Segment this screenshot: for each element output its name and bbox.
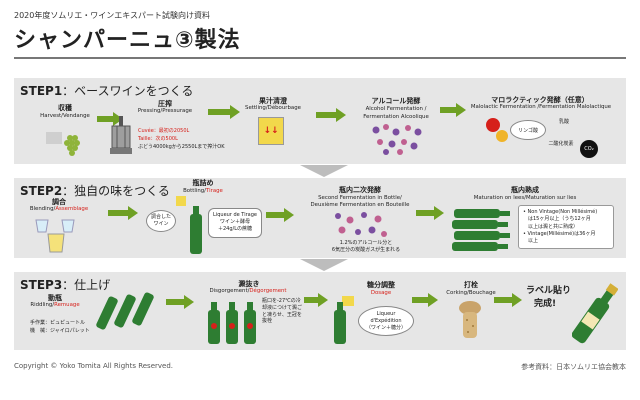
label-title: ラベル貼り	[526, 286, 572, 296]
blend-title: 調合	[52, 198, 66, 206]
alcohol-title: アルコール発酵	[371, 97, 421, 105]
bottling-sub-en: Bottling/	[183, 188, 206, 194]
press-note: ぶどう4000kgから2550Lまで搾汁OK	[138, 144, 225, 150]
bottling-sub-fr: Tirage	[205, 188, 223, 194]
riddling-sub-en: Riddling/	[30, 302, 55, 308]
malo-title: マロラクティック発酵（任意）	[491, 96, 589, 104]
aging-notes-box: • Non Vintage(Non Millésimé) は15ヶ月以上（うち1…	[518, 205, 614, 249]
bottle-icon	[334, 302, 346, 344]
step2-heading: STEP2：独自の味をつくる	[20, 182, 170, 199]
disg-title: 澱抜き	[238, 280, 260, 288]
apple-icon	[486, 118, 500, 132]
title-divider	[14, 57, 626, 59]
blend-sub: Blending/Assemblage	[24, 206, 94, 213]
bubble-dots-icon	[330, 210, 390, 240]
blended-wine-bubble: 調合した ワイン	[146, 210, 176, 232]
aging-v-line2: 以上	[528, 238, 539, 244]
co2-icon: CO₂	[580, 140, 598, 158]
second-ferm-note1: 1.2%のアルコール分と	[339, 240, 393, 246]
copyright: Copyright © Yoko Tomita All Rights Reser…	[14, 362, 174, 370]
aging-nv-line3: 以上は澱と共に熟成）	[528, 223, 579, 230]
reference: 参考資料：日本ソムリエ協会教本	[521, 363, 626, 371]
step3-label-number: STEP3	[20, 278, 63, 292]
wine-press-icon	[110, 116, 132, 158]
malic-acid-bubble: リンゴ酸	[510, 120, 546, 140]
blend-sub-fr: Assemblage	[55, 206, 89, 212]
tirage-sachet-icon	[176, 196, 186, 206]
riddling-sub-fr: Remuage	[54, 302, 80, 308]
second-ferm-sub1: Second Fermentation in Bottle/	[318, 195, 402, 201]
cork-title: 打栓	[464, 281, 478, 289]
press-title: 圧搾	[158, 100, 172, 108]
harvest-title: 収穫	[58, 104, 72, 112]
aging-nv-line2: は15ヶ月以上（うち12ヶ月	[528, 216, 591, 223]
settling-title: 果汁清澄	[259, 97, 287, 105]
bottling-sub: Bottling/Tirage	[168, 188, 238, 195]
cork-icon	[458, 300, 482, 340]
riddling-hand: 手作業：ピュピュートル	[30, 320, 86, 326]
riddling-sub: Riddling/Remuage	[20, 302, 90, 309]
document-subtitle: 2020年度ソムリエ・ワインエキスパート試験向け資料	[14, 11, 210, 20]
second-ferm-title: 瓶内二次発酵	[339, 186, 381, 194]
liqueur-expedition-bubble: Liqueur d'Expédition （ワイン＋糖分）	[358, 306, 414, 336]
second-ferm-note2: 6気圧分の炭酸ガスが生まれる	[331, 247, 401, 253]
liqueur-expedition-line1: Liqueur	[376, 311, 396, 317]
cork-sub: Corking/Bouchage	[446, 290, 496, 296]
done-title: 完成!	[534, 299, 557, 309]
liqueur-expedition-line2: d'Expédition	[370, 317, 402, 324]
step3-band	[14, 272, 626, 350]
press-taille: Taille：次の500L	[138, 136, 178, 142]
aging-nv-line1: • Non Vintage(Non Millésimé)	[523, 209, 598, 215]
dosage-title: 糖分調整	[367, 281, 395, 289]
liqueur-expedition-line3: （ワイン＋糖分）	[365, 324, 406, 331]
second-ferm-sub2: Deuxième Fermentation en Bouteille	[310, 202, 410, 208]
step3-heading: STEP3：仕上げ	[20, 276, 110, 293]
step1-label-text: ：ベースワインをつくる	[62, 84, 194, 98]
press-cuvee: Cuvée：最初の2050L	[138, 128, 190, 134]
yeast-dots-icon	[370, 122, 425, 156]
malo-sub: Malolactic Fermentation /Fermentation Ma…	[470, 104, 612, 110]
grape-icon	[44, 124, 84, 160]
step3-label-text: ：仕上げ	[62, 278, 111, 292]
page-title: シャンパーニュ③製法	[14, 28, 241, 53]
dosage-sub: Dosage	[370, 290, 392, 296]
press-sub: Pressing/Pressurage	[137, 108, 193, 114]
riddling-title: 動瓶	[48, 294, 62, 302]
aging-sub: Maturation on lees/Maturation sur lies	[473, 195, 577, 201]
step1-label-number: STEP1	[20, 84, 63, 98]
step2-label-number: STEP2	[20, 184, 63, 198]
blend-sub-en: Blending/	[29, 206, 56, 212]
sugar-sachet-icon	[342, 296, 354, 306]
liqueur-tirage-bubble: Liqueur de Tirage ワイン＋酵母 ＋24g/Lの蔗糖	[208, 208, 262, 238]
band-separator-chevron	[300, 165, 348, 177]
blending-glasses-icon	[34, 216, 78, 254]
disg-note: 瓶口を-27℃の冷却液につけて澱ごと凍らせ、王冠を抜栓	[262, 298, 303, 325]
aging-v-line1: • Vintage(Millésimé)は36ヶ月	[523, 230, 596, 237]
step2-label-text: ：独自の味をつくる	[62, 184, 170, 198]
lactic-acid-label: 乳酸	[558, 119, 569, 125]
disg-sub-en: Disgorgement/	[209, 288, 250, 294]
aging-title: 瓶内熟成	[511, 186, 539, 194]
band-separator-chevron	[300, 259, 348, 271]
co2-gas-label: 二酸化炭素	[548, 141, 574, 147]
stacked-bottles-icon	[450, 205, 512, 253]
step1-heading: STEP1：ベースワインをつくる	[20, 82, 193, 99]
disg-sub: Disgorgement/Dégorgement	[198, 288, 298, 295]
settling-tank-icon: ↓↓	[258, 117, 284, 145]
alcohol-sub2: Fermentation Alcoolique	[363, 114, 429, 120]
bottle-icon	[190, 206, 202, 254]
liqueur-tirage-title: Liqueur de Tirage	[213, 212, 257, 218]
tilted-bottles-icon	[96, 286, 158, 334]
alcohol-sub1: Alcohol Fermentation /	[365, 106, 427, 112]
liqueur-tirage-line2: ＋24g/Lの蔗糖	[217, 225, 252, 232]
settling-sub: Settling/Débourbage	[245, 105, 301, 111]
disg-sub-fr: Dégorgement	[249, 288, 287, 294]
disgorging-bottles-icon	[206, 298, 258, 346]
champagne-bottle-icon	[571, 280, 619, 348]
bottling-title: 瓶詰め	[192, 179, 214, 187]
riddling-machine: 機 械：ジャイロパレット	[30, 328, 90, 334]
liqueur-tirage-line1: ワイン＋酵母	[219, 218, 250, 225]
bacteria-icon	[496, 130, 508, 142]
harvest-sub: Harvest/Vendange	[40, 113, 90, 119]
